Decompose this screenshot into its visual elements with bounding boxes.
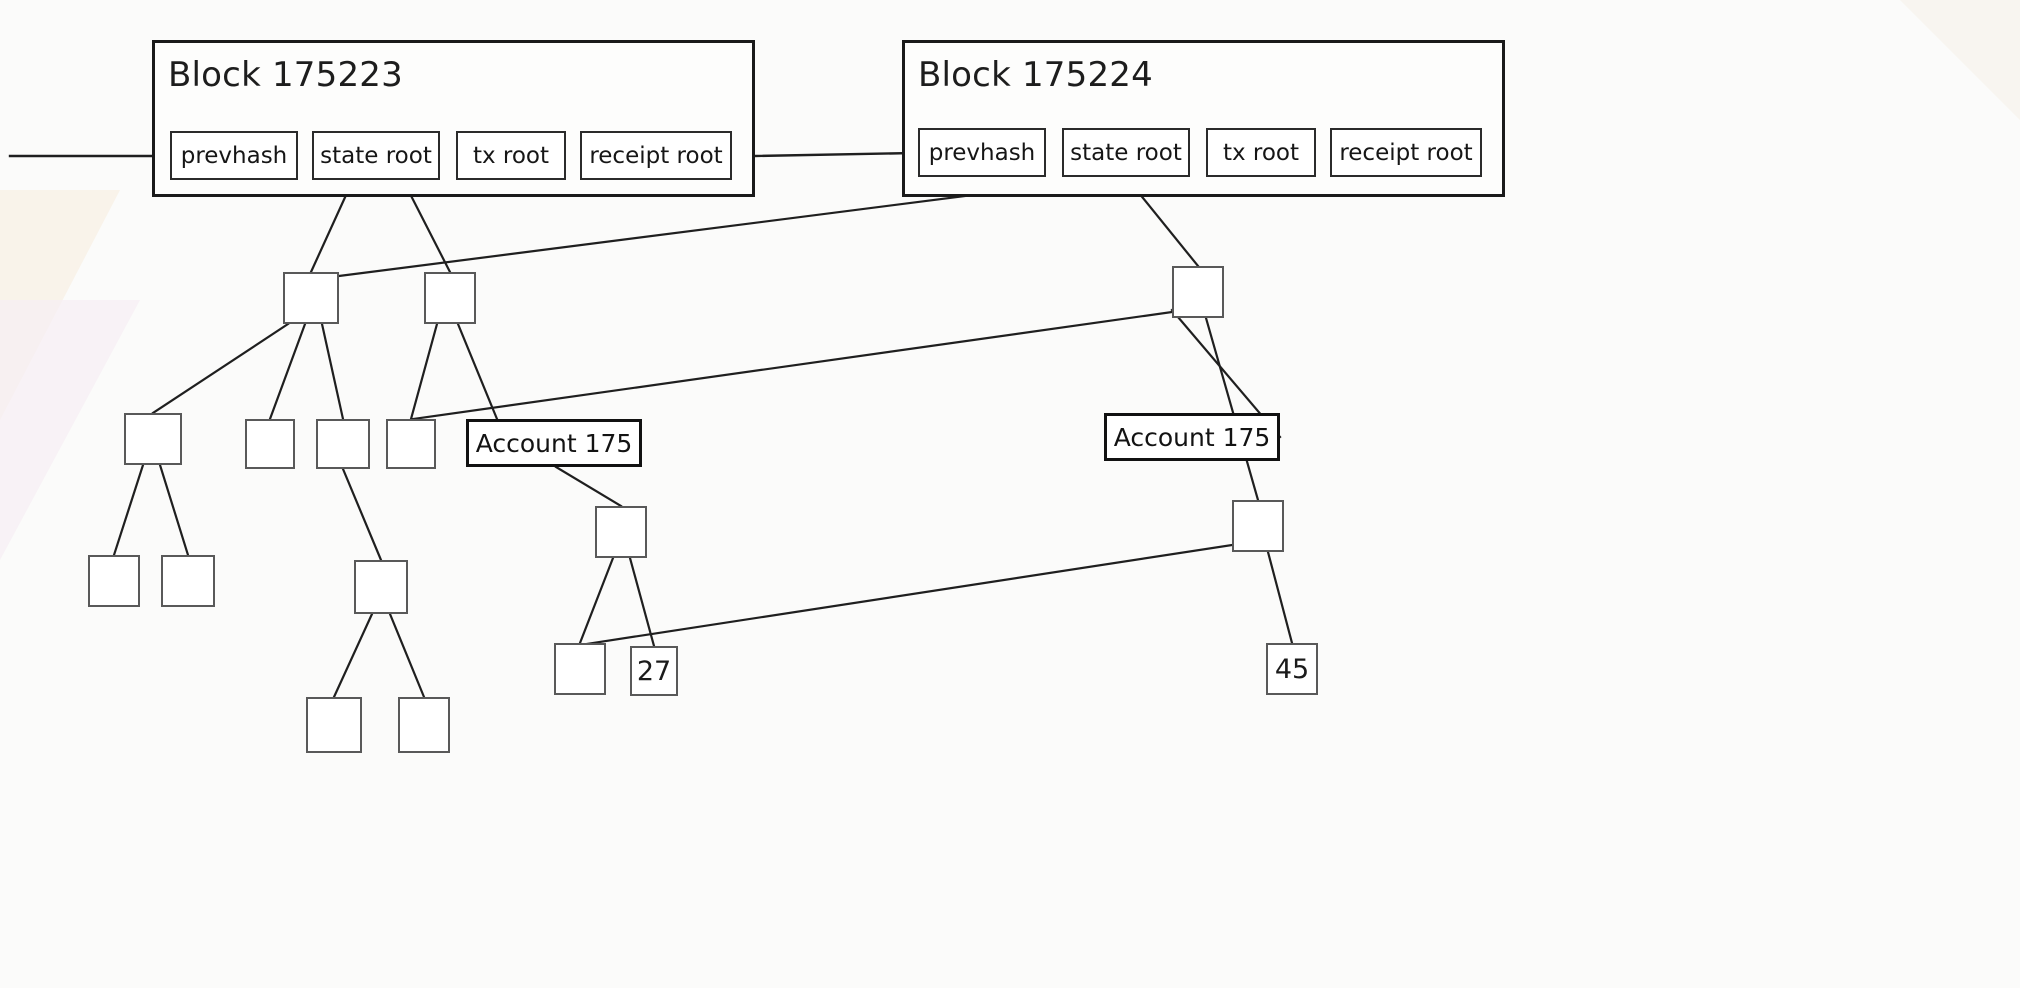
trie-node-l-a bbox=[283, 272, 339, 324]
account-box-r-acc[interactable]: Account 175 bbox=[1104, 413, 1280, 461]
trie-node-l-f bbox=[386, 419, 436, 469]
trie-node-l-d bbox=[245, 419, 295, 469]
trie-node-l-m bbox=[595, 506, 647, 558]
trie-node-r-a bbox=[1172, 266, 1224, 318]
block-right-field-state-root[interactable]: state root bbox=[1062, 128, 1190, 177]
trie-node-l-i bbox=[354, 560, 408, 614]
edge-R-A-to-R-B bbox=[1204, 316, 1260, 502]
trie-node-l-b bbox=[424, 272, 476, 324]
edge-L-C-to-L-G bbox=[112, 463, 145, 557]
trie-node-l-k bbox=[398, 697, 450, 753]
trie-node-r-b bbox=[1232, 500, 1284, 552]
edge-L-A-to-L-E bbox=[320, 322, 345, 421]
edge-L-I-to-L-J bbox=[332, 612, 374, 699]
trie-node-l-g bbox=[88, 555, 140, 607]
edge-L-C-to-L-H bbox=[158, 463, 190, 557]
trie-node-r-val: 45 bbox=[1266, 643, 1318, 695]
block-right-field-tx-root[interactable]: tx root bbox=[1206, 128, 1316, 177]
trie-node-l-j bbox=[306, 697, 362, 753]
edge-L-ACC-to-L-M bbox=[554, 465, 623, 508]
trie-node-l-n bbox=[554, 643, 606, 695]
edge-L-M-to-L-N bbox=[578, 556, 615, 645]
trie-node-l-c bbox=[124, 413, 182, 465]
edge-R-A-to-L-F bbox=[411, 310, 1174, 421]
block-left-field-state-root[interactable]: state root bbox=[312, 131, 440, 180]
edge-L-B-to-L-F bbox=[409, 322, 439, 421]
edge-L-M-to-L-VAL bbox=[628, 556, 656, 648]
block-right-field-prevhash[interactable]: prevhash bbox=[918, 128, 1046, 177]
block-left-title: Block 175223 bbox=[168, 55, 403, 95]
trie-node-l-e bbox=[316, 419, 370, 469]
edge-L-A-to-L-C bbox=[151, 322, 290, 415]
edge-L-B-to-L-ACC bbox=[456, 322, 499, 421]
block-left-field-receipt-root[interactable]: receipt root bbox=[580, 131, 732, 180]
edge-R-B-to-L-N bbox=[578, 543, 1234, 647]
block-right-title: Block 175224 bbox=[918, 55, 1153, 95]
block-right-field-receipt-root[interactable]: receipt root bbox=[1330, 128, 1482, 177]
block-left-field-prevhash[interactable]: prevhash bbox=[170, 131, 298, 180]
edge-L-A-to-L-D bbox=[268, 322, 307, 421]
trie-node-l-h bbox=[161, 555, 215, 607]
edge-block-left-to-block-right-prevhash bbox=[753, 151, 918, 158]
edge-R-B-to-R-VAL bbox=[1266, 550, 1294, 645]
account-box-l-acc[interactable]: Account 175 bbox=[466, 419, 642, 467]
edge-L-state-root-to-L-B bbox=[402, 180, 452, 274]
block-left-field-tx-root[interactable]: tx root bbox=[456, 131, 566, 180]
trie-node-l-val: 27 bbox=[630, 646, 678, 696]
edge-L-state-root-to-L-A bbox=[309, 180, 354, 274]
edge-L-E-to-L-I bbox=[341, 467, 383, 562]
edge-L-I-to-L-K bbox=[388, 612, 426, 699]
